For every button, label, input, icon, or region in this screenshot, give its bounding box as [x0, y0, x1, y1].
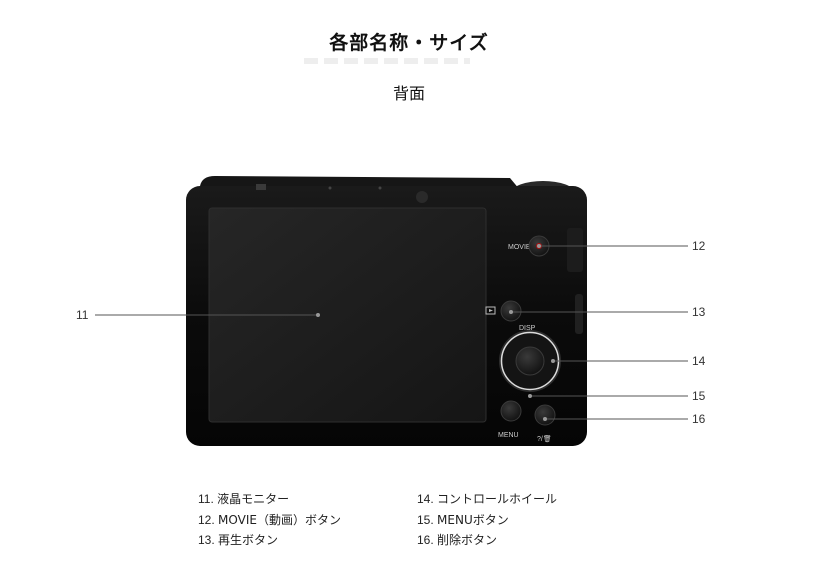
menu-print: MENU — [498, 432, 519, 439]
legend-number: 15. — [417, 512, 434, 527]
callout-16: 16 — [692, 412, 706, 426]
callout-13: 13 — [692, 305, 706, 319]
delete-button — [534, 404, 556, 426]
legend-number: 12. — [198, 512, 215, 527]
legend-item: 14.コントロールホイール — [417, 489, 557, 510]
legend-label: MENUボタン — [437, 512, 509, 527]
disp-print: DISP — [519, 325, 536, 332]
legend-label: 削除ボタン — [437, 533, 498, 547]
menu-button — [500, 400, 522, 422]
legend-item: 15.MENUボタン — [417, 510, 557, 531]
legend-left: 11.液晶モニター 12.MOVIE（動画）ボタン 13.再生ボタン — [198, 489, 341, 551]
legend-right: 14.コントロールホイール 15.MENUボタン 16.削除ボタン — [417, 489, 557, 551]
svg-text:?/🗑: ?/🗑 — [537, 434, 552, 443]
page-title: 各部名称・サイズ — [329, 32, 489, 54]
callout-14: 14 — [692, 354, 706, 368]
legend-item: 12.MOVIE（動画）ボタン — [198, 510, 341, 531]
legend-number: 14. — [417, 492, 434, 506]
movie-print: MOVIE — [508, 244, 531, 251]
legend-label: コントロールホイール — [437, 492, 558, 506]
wifi-mark — [256, 184, 266, 190]
legend-label: MOVIE（動画）ボタン — [218, 512, 341, 527]
callout-15: 15 — [692, 389, 706, 403]
playback-print — [485, 306, 496, 315]
legend-item: 11.液晶モニター — [198, 489, 341, 510]
legend-item: 16.削除ボタン — [417, 530, 557, 551]
legend-label: 液晶モニター — [217, 492, 290, 506]
legend-item: 13.再生ボタン — [198, 530, 341, 551]
center-button — [515, 346, 545, 376]
legend-number: 16. — [417, 533, 434, 547]
leader-lines — [95, 245, 688, 420]
title-reflection — [304, 58, 470, 64]
side-cover — [567, 228, 583, 272]
legend-label: 再生ボタン — [218, 533, 279, 547]
legend-number: 13. — [198, 533, 215, 547]
view-label: 背面 — [392, 84, 425, 103]
callout-11: 11 — [76, 308, 89, 322]
callout-12: 12 — [692, 239, 706, 253]
legend-number: 11. — [198, 492, 214, 506]
